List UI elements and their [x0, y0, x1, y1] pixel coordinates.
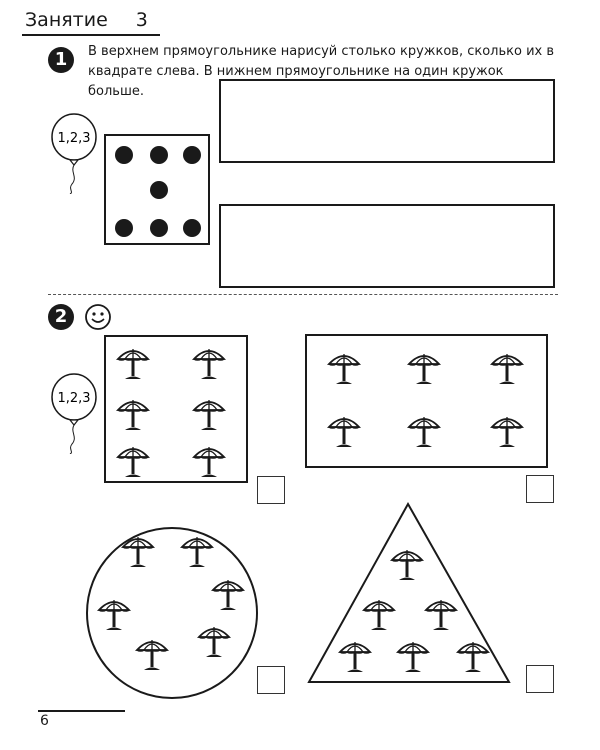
beach-umbrella-icon	[456, 638, 490, 674]
smiley-face-icon	[85, 304, 111, 330]
beach-umbrella-icon	[362, 596, 396, 632]
dot-square	[104, 134, 210, 245]
dashed-divider	[48, 294, 558, 295]
upper-answer-rectangle[interactable]	[219, 79, 555, 163]
beach-umbrella-icon	[121, 533, 155, 569]
dot	[115, 219, 133, 237]
header-underline	[22, 34, 160, 36]
beach-umbrella-icon	[97, 596, 131, 632]
dot	[150, 146, 168, 164]
balloon-icon: 1,2,3	[51, 113, 97, 194]
beach-umbrella-icon	[197, 623, 231, 659]
beach-umbrella-icon	[327, 350, 361, 386]
beach-umbrella-icon	[390, 546, 424, 582]
beach-umbrella-icon	[192, 396, 226, 432]
beach-umbrella-icon	[396, 638, 430, 674]
beach-umbrella-icon	[327, 413, 361, 449]
dot	[150, 181, 168, 199]
beach-umbrella-icon	[424, 596, 458, 632]
beach-umbrella-icon	[490, 350, 524, 386]
dot	[115, 146, 133, 164]
beach-umbrella-icon	[338, 638, 372, 674]
answer-box-square[interactable]	[257, 476, 285, 504]
page-number: 6	[40, 713, 49, 729]
beach-umbrella-icon	[407, 413, 441, 449]
dot	[183, 146, 201, 164]
beach-umbrella-icon	[116, 396, 150, 432]
beach-umbrella-icon	[116, 443, 150, 479]
balloon-icon: 1,2,3	[51, 373, 97, 454]
beach-umbrella-icon	[407, 350, 441, 386]
lower-answer-rectangle[interactable]	[219, 204, 555, 288]
answer-box-triangle[interactable]	[526, 665, 554, 693]
umbrella-rectangle	[305, 334, 548, 468]
beach-umbrella-icon	[490, 413, 524, 449]
task-1-instruction: В верхнем прямоугольнике нарисуй столько…	[88, 44, 555, 99]
beach-umbrella-icon	[116, 345, 150, 381]
balloon-label: 1,2,3	[57, 391, 90, 406]
umbrella-square	[104, 335, 248, 483]
beach-umbrella-icon	[211, 576, 245, 612]
answer-box-circle[interactable]	[257, 666, 285, 694]
beach-umbrella-icon	[135, 636, 169, 672]
balloon-label: 1,2,3	[57, 131, 90, 146]
lesson-header: Занятие 3	[25, 8, 148, 32]
task-2-number-badge: 2	[48, 304, 74, 330]
dot	[183, 219, 201, 237]
dot	[150, 219, 168, 237]
beach-umbrella-icon	[192, 443, 226, 479]
task-1-number-badge: 1	[48, 47, 74, 73]
lesson-title: Занятие	[25, 9, 108, 31]
answer-box-rectangle[interactable]	[526, 475, 554, 503]
footer-line	[38, 710, 125, 712]
lesson-number: 3	[135, 9, 148, 31]
beach-umbrella-icon	[180, 533, 214, 569]
beach-umbrella-icon	[192, 345, 226, 381]
umbrella-triangle	[307, 501, 511, 683]
